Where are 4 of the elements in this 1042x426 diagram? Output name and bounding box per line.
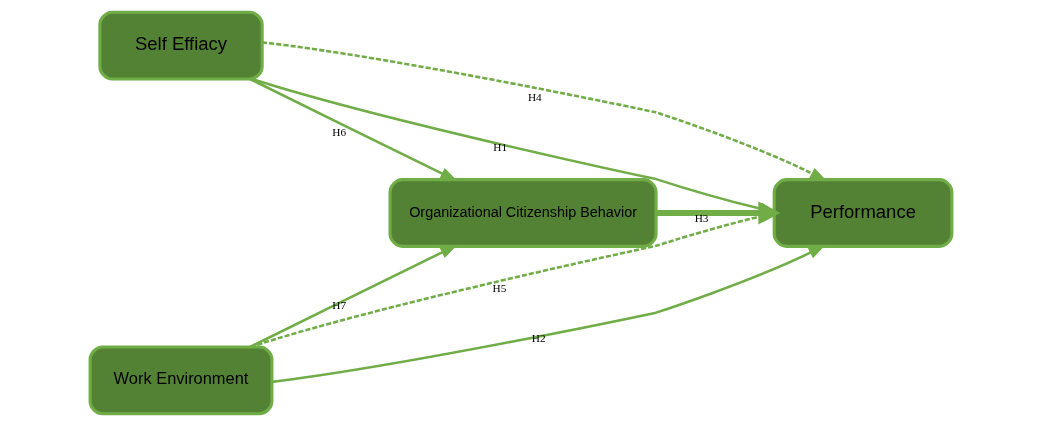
edge-label: H5: [492, 282, 507, 295]
edge-label: H6: [332, 125, 347, 138]
edge-label: H4: [527, 91, 542, 104]
edge-label: H1: [493, 141, 508, 154]
